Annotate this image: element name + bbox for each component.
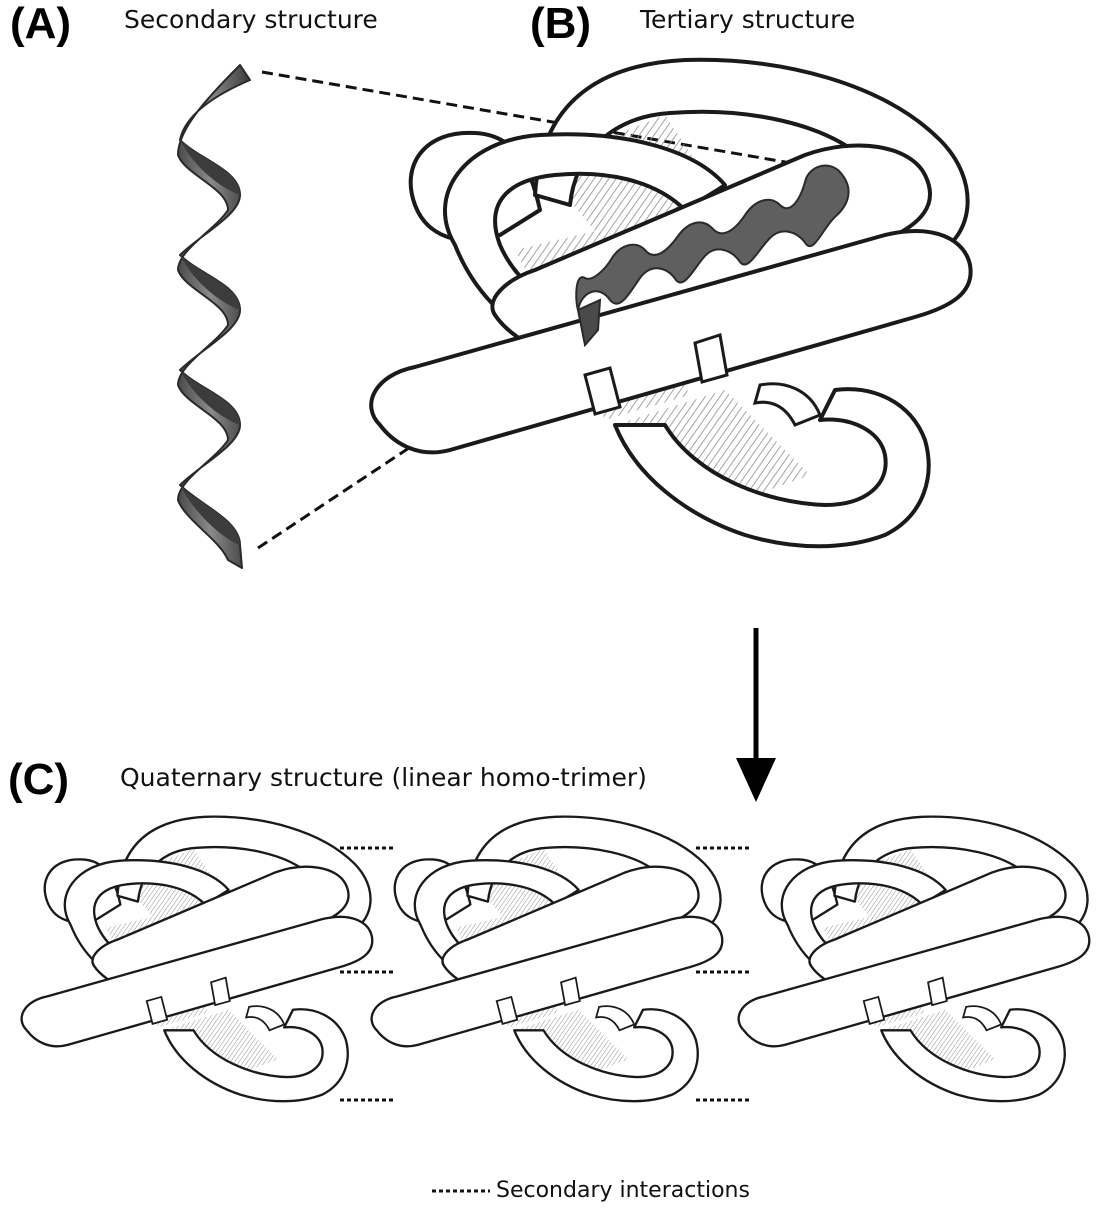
panel-a-letter: (A) [10, 0, 72, 48]
trimer-unit-2 [370, 815, 724, 1103]
trimer-unit-3 [737, 815, 1091, 1103]
trimer-unit-1 [20, 815, 374, 1103]
embedded-helix [575, 164, 850, 348]
panel-b-letter: (B) [530, 0, 592, 48]
connector-line-top [261, 70, 821, 170]
panel-c-letter: (C) [8, 755, 70, 804]
tertiary-structure-drawing [369, 57, 973, 549]
panel-a-title: Secondary structure [124, 5, 378, 34]
down-arrow [736, 628, 776, 802]
panel-b-title: Tertiary structure [640, 5, 856, 34]
panel-c-title: Quaternary structure (linear homo-trimer… [120, 763, 647, 792]
legend-label: Secondary interactions [496, 1178, 750, 1203]
alpha-helix-ribbon [177, 64, 251, 569]
interaction-marks [340, 846, 752, 1102]
